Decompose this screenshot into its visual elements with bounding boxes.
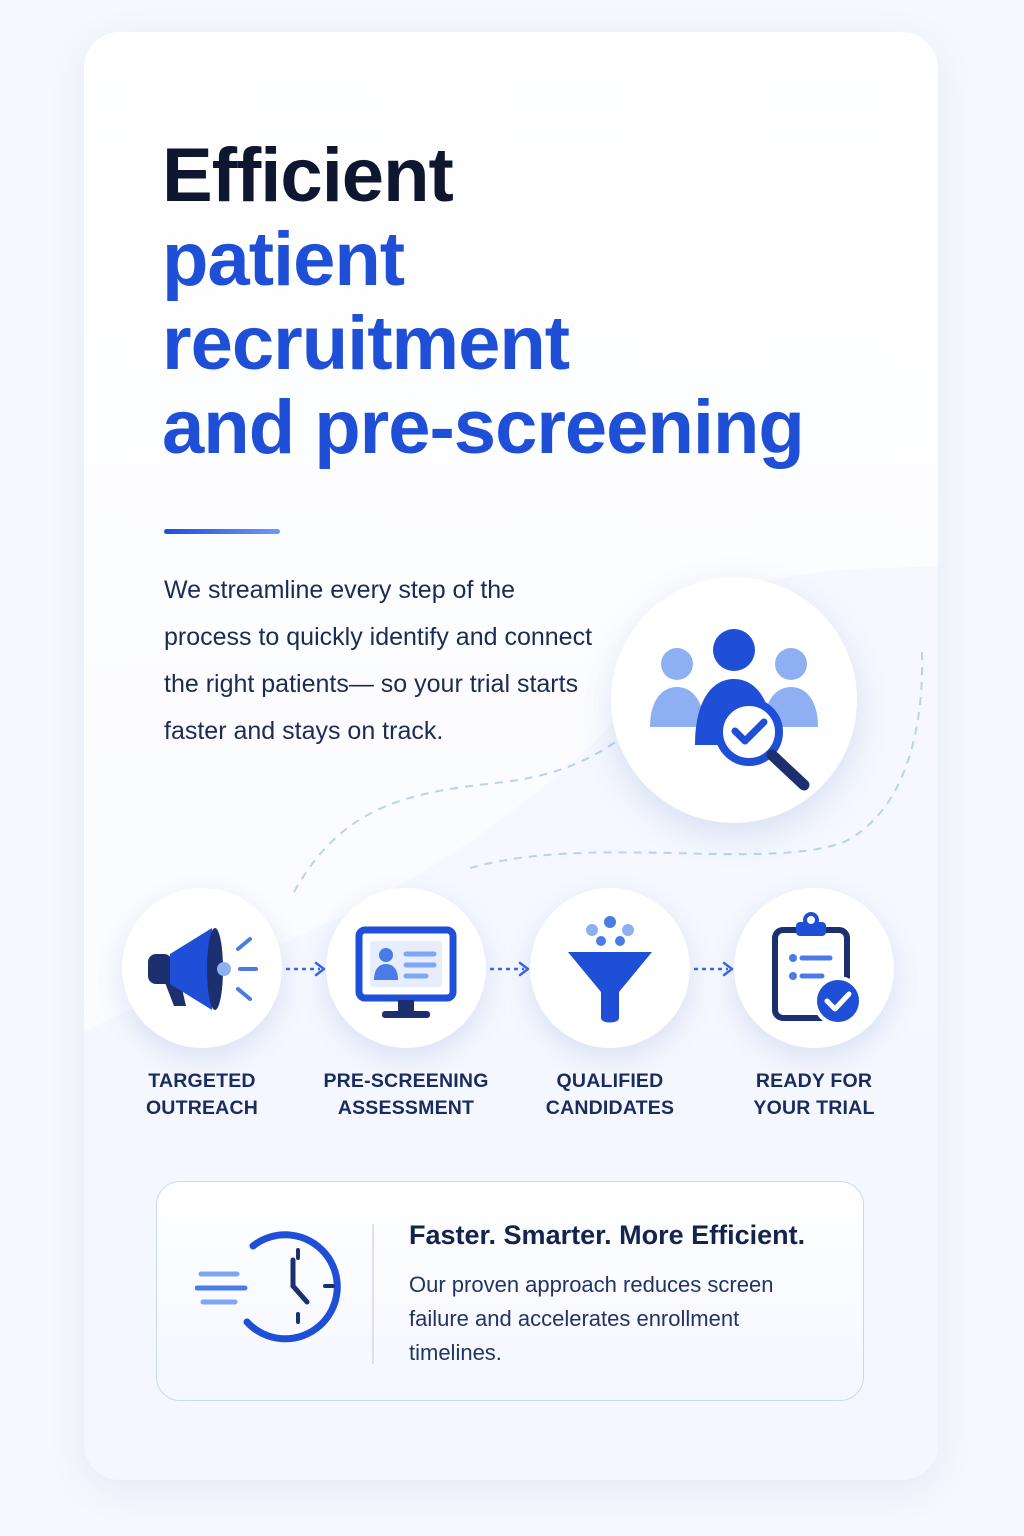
title-line-2: patient (162, 217, 405, 302)
fast-clock-icon (195, 1231, 341, 1343)
hero-icon-circle (611, 577, 857, 823)
step-qualified-circle (530, 888, 690, 1048)
megaphone-icon (148, 928, 258, 1010)
infographic-card: Efficient patient recruitment and pre-sc… (84, 32, 938, 1480)
accent-underline (164, 529, 280, 534)
callout-title: Faster. Smarter. More Efficient. (409, 1220, 806, 1250)
patients-search-check-icon (650, 629, 818, 791)
step-prescreening-circle (326, 888, 486, 1048)
callout-text: Our proven approach reduces screen failu… (409, 1272, 774, 1365)
clipboard-check-icon (772, 912, 863, 1026)
title-line-1: Efficient (162, 133, 454, 218)
step-outreach-label: TARGETED OUTREACH (145, 1070, 259, 1119)
monitor-profile-icon (355, 926, 457, 1018)
intro-text: We streamline every step of the process … (164, 576, 593, 745)
callout-box: Faster. Smarter. More Efficient. Our pro… (156, 1181, 864, 1401)
arrow-right-icon (490, 961, 530, 977)
title-line-3: recruitment (162, 301, 570, 386)
callout-divider (372, 1224, 374, 1364)
step-ready-label: READY FOR YOUR TRIAL (753, 1070, 875, 1119)
page-title: Efficient patient recruitment and pre-sc… (162, 133, 805, 470)
step-outreach-circle (122, 888, 282, 1048)
arrow-right-icon (286, 961, 326, 977)
arrow-right-icon (694, 961, 734, 977)
title-line-4: and pre-screening (162, 385, 805, 470)
step-qualified-label: QUALIFIED CANDIDATES (545, 1070, 675, 1119)
step-prescreening-label: PRE-SCREENING ASSESSMENT (323, 1070, 489, 1119)
step-ready-circle (734, 888, 894, 1048)
funnel-icon (568, 916, 652, 1023)
